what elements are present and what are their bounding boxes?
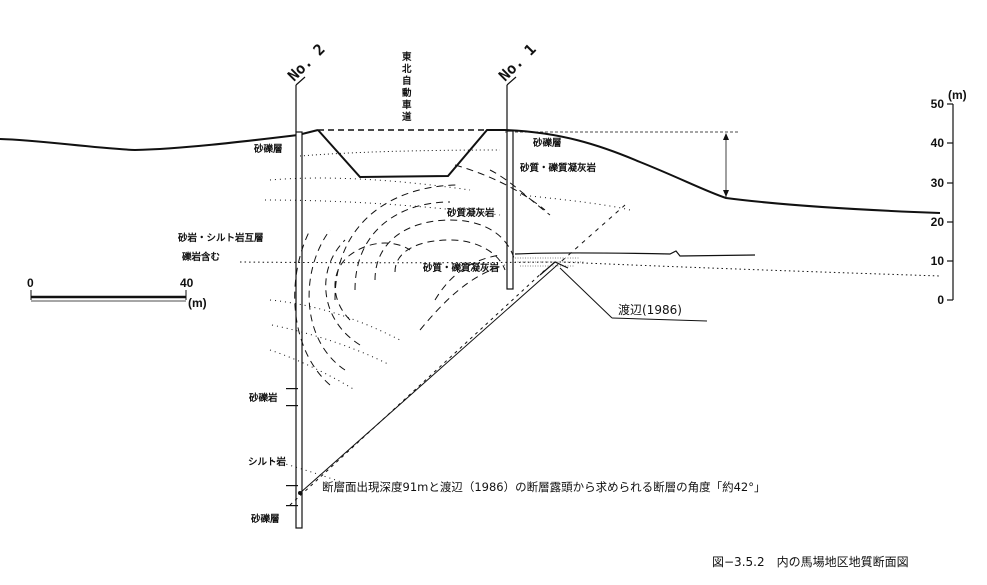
stratum-no1-sandy-tuff-1: 砂質・礫質凝灰岩 (520, 162, 597, 174)
horizon-dotted-10m (239, 261, 941, 277)
watanabe-underline (611, 317, 708, 322)
borehole-no1-label: No. 1 (495, 40, 540, 85)
arrow-head-up (723, 133, 729, 140)
fault-line-right (554, 204, 626, 268)
elevation-tick-50: 50 (931, 97, 945, 111)
stratum-no2-silt: シルト岩 (248, 456, 287, 468)
elevation-axis (947, 103, 954, 301)
strata-dots (264, 177, 631, 486)
watanabe-leader (559, 267, 613, 319)
elevation-unit: (m) (948, 88, 967, 102)
stratum-no2-bottom-gravel: 砂礫層 (251, 513, 280, 525)
borehole-no2-leader-tip (295, 76, 306, 86)
fold-structure (294, 164, 551, 386)
stratum-alternation-1: 砂岩・シルト岩互層 (178, 232, 264, 244)
watanabe-label: 渡辺(1986) (618, 302, 682, 317)
ground-surface (0, 129, 941, 214)
stratum-no2-gravel-rock: 砂礫岩 (249, 392, 278, 404)
fault-intercept-point (298, 491, 302, 495)
svg-text:東: 東 (401, 51, 412, 63)
borehole-no1 (506, 130, 514, 290)
elevation-tick-40: 40 (931, 136, 945, 150)
stratum-no1-top-gravel: 砂礫層 (533, 137, 562, 149)
svg-text:車: 車 (402, 99, 412, 111)
stratum-no1-sandy-tuff: 砂質凝灰岩 (447, 207, 495, 219)
watanabe-outcrop (539, 261, 569, 276)
svg-text:自: 自 (402, 75, 412, 87)
borehole-no2-label: No. 2 (284, 40, 329, 85)
stratum-no2-top-gravel: 砂礫層 (254, 143, 283, 155)
stratum-alternation-2: 礫岩含む (182, 251, 221, 263)
fault-line-main (299, 266, 556, 494)
scale-bar-start: 0 (27, 276, 34, 290)
road-label: 東 北 自 動 車 道 (401, 51, 412, 123)
marker-horizon-fill (515, 257, 585, 267)
fault-note: 断層面出現深度91mと渡辺（1986）の断層露頭から求められる断層の角度「約42… (322, 480, 765, 494)
elevation-tick-20: 20 (931, 215, 945, 229)
fault-line-dashed (289, 269, 546, 506)
svg-text:動: 動 (402, 87, 412, 99)
svg-text:道: 道 (402, 111, 412, 123)
elevation-tick-10: 10 (931, 254, 945, 268)
stratum-no1-sandy-tuff-2: 砂質・礫質凝灰岩 (423, 262, 500, 274)
scale-bar (30, 290, 187, 302)
elevation-tick-0: 0 (937, 293, 944, 307)
gravel-bands (286, 388, 298, 507)
scale-bar-unit: (m) (188, 296, 207, 310)
arrow-head-down (723, 190, 729, 197)
borehole-no1-leader-tip (506, 76, 517, 86)
horizon-dotted-upper (299, 149, 501, 157)
scale-bar-end: 40 (180, 276, 194, 290)
elevation-tick-30: 30 (931, 176, 945, 190)
marker-horizon (514, 250, 756, 257)
svg-text:北: 北 (402, 63, 412, 75)
highway-cut (317, 129, 505, 179)
figure-caption: 図−3.5.2 内の馬場地区地質断面図 (712, 554, 909, 569)
